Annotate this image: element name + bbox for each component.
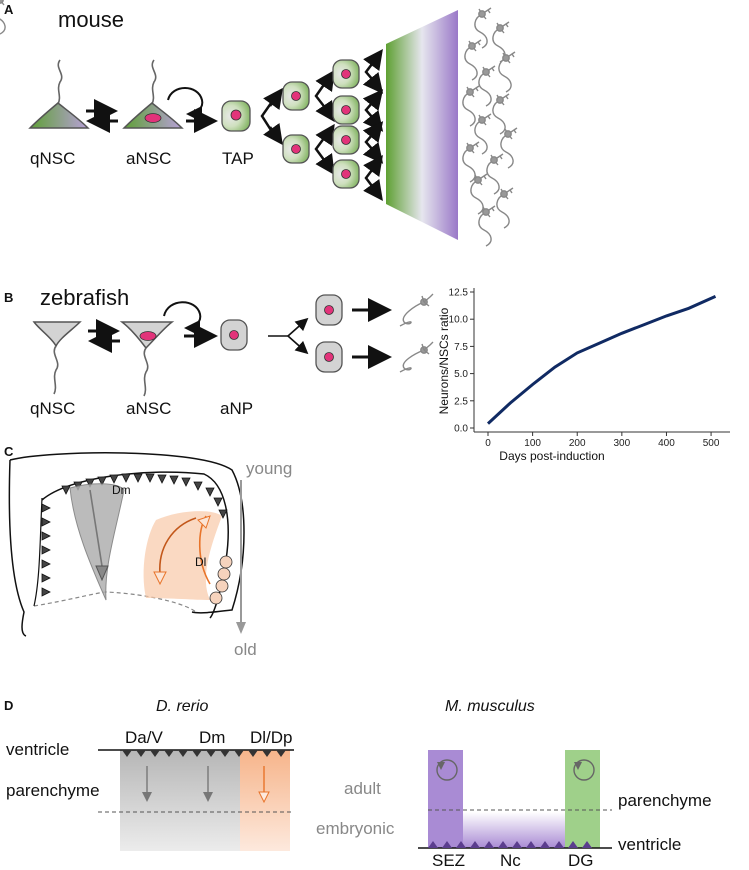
y-tick-label: 2.5: [454, 396, 468, 407]
label-anp: aNP: [220, 399, 253, 418]
label-dl-region: Dl: [195, 555, 206, 569]
branch-arrows-gen2: [314, 69, 335, 176]
label-sez: SEZ: [432, 851, 465, 870]
expansion-fan: [386, 10, 458, 240]
y-tick-label: 10.0: [449, 315, 469, 326]
species-zebrafish: zebrafish: [40, 285, 129, 310]
branch-arrows-gen3: [362, 48, 384, 202]
x-tick-label: 200: [569, 438, 586, 449]
label-tap: TAP: [222, 149, 254, 168]
panel-label-a: A: [4, 2, 14, 17]
arrows-to-neurons-zebrafish: [352, 298, 392, 369]
age-gradient-arrow: [236, 480, 246, 634]
qnsc-cell-mouse: [28, 59, 90, 129]
self-renewal-arrow-mouse: [167, 87, 204, 122]
x-ticks: 0 100 200 300 400 500: [485, 432, 720, 449]
mouse-ventricle-line: [418, 841, 612, 849]
y-tick-label: 5.0: [454, 369, 468, 380]
dm-wedge: [69, 483, 125, 601]
tap-cell: [221, 100, 251, 132]
label-ventricle-right: ventricle: [618, 835, 681, 854]
anp-cell: [220, 319, 248, 351]
zebrafish-ventricle-line: [98, 749, 294, 757]
title-d-rerio: D. rerio: [156, 698, 209, 715]
neurons-nsc-ratio-chart: 0.0 2.5 5.0 7.5 10.0 12.5 0 100 200 300 400 500 Da…: [437, 288, 730, 463]
dl-wedge: [143, 511, 233, 605]
label-da-v: Da/V: [125, 728, 163, 747]
label-ventricle-left: ventricle: [6, 740, 69, 759]
ansc-cell-mouse: [122, 59, 184, 129]
label-ansc-zebrafish: aNSC: [126, 399, 171, 418]
label-dg: DG: [568, 851, 594, 870]
anp-daughters: [315, 294, 343, 373]
reversible-arrows-mouse: [86, 99, 118, 133]
series-line: [486, 295, 717, 425]
label-ansc-mouse: aNSC: [126, 149, 171, 168]
y-ticks: 0.0 2.5 5.0 7.5 10.0 12.5: [449, 288, 474, 435]
label-qnsc-zebrafish: qNSC: [30, 399, 75, 418]
y-axis-label: Neurons/NSCs ratio: [437, 307, 451, 414]
label-adult: adult: [344, 779, 381, 798]
species-mouse: mouse: [58, 7, 124, 32]
neurons-column-mouse: [0, 0, 518, 247]
label-nc: Nc: [500, 851, 521, 870]
branch-arrows-anp: [268, 317, 309, 355]
label-parenchyme-left: parenchyme: [6, 781, 100, 800]
branch-arrows-tap: [260, 87, 283, 146]
zebrafish-arrows: [142, 766, 270, 804]
tap-gen3: [332, 59, 360, 189]
label-old: old: [234, 640, 257, 659]
label-dl-dp: Dl/Dp: [250, 728, 293, 747]
panel-label-c: C: [4, 444, 14, 459]
label-dm: Dm: [199, 728, 225, 747]
x-tick-label: 100: [524, 438, 541, 449]
x-tick-label: 500: [703, 438, 720, 449]
label-embryonic: embryonic: [316, 819, 395, 838]
panel-label-b: B: [4, 290, 13, 305]
ansc-cell-zebrafish: [119, 321, 175, 397]
label-young: young: [246, 459, 292, 478]
self-renewal-arrow-zebrafish: [163, 301, 202, 336]
neurons-zebrafish: [399, 293, 434, 373]
x-tick-label: 400: [658, 438, 675, 449]
reversible-arrows-zebrafish: [88, 319, 120, 353]
y-tick-label: 0.0: [454, 424, 468, 435]
x-tick-label: 300: [614, 438, 631, 449]
panel-label-d: D: [4, 698, 13, 713]
label-qnsc-mouse: qNSC: [30, 149, 75, 168]
label-dm-region: Dm: [112, 483, 131, 497]
y-tick-label: 12.5: [449, 288, 469, 299]
x-tick-label: 0: [485, 438, 491, 449]
x-axis-label: Days post-induction: [499, 449, 604, 463]
mouse-columns: [428, 750, 600, 848]
title-m-musculus: M. musculus: [445, 698, 535, 715]
tap-gen2: [282, 81, 310, 164]
qnsc-cell-zebrafish: [32, 321, 82, 395]
label-parenchyme-right: parenchyme: [618, 791, 712, 810]
y-tick-label: 7.5: [454, 342, 468, 353]
